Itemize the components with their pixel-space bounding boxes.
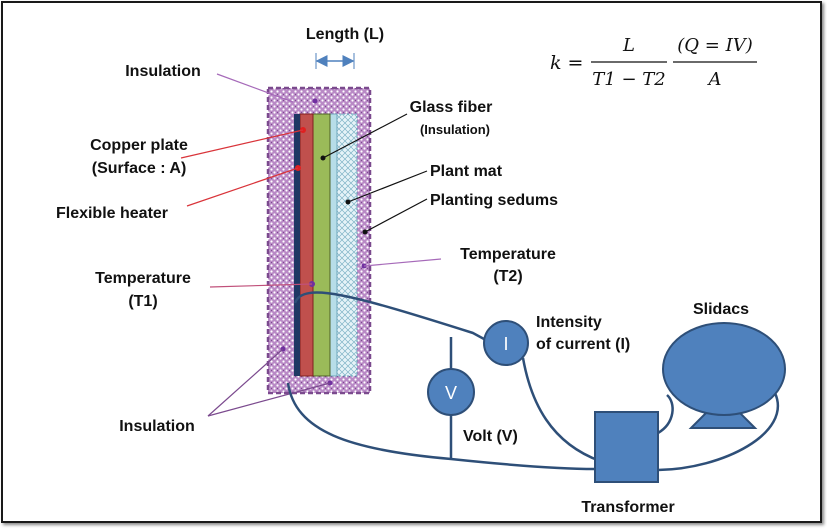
voltmeter-symbol: V — [445, 383, 457, 403]
intensity-label: Intensity — [536, 314, 602, 331]
slidacs-body — [662, 322, 786, 416]
callout-glass-fiber — [322, 113, 408, 159]
insulation-bottom-label: Insulation — [119, 418, 195, 435]
callout-insulation-bottom-1 — [207, 348, 284, 417]
callout-insulation-bottom-2 — [207, 382, 331, 417]
equation-lhs: k = — [550, 52, 583, 74]
callout-plant-mat — [347, 170, 428, 203]
glass-fiber-sub-label: (Insulation) — [420, 122, 490, 137]
slidacs-label: Slidacs — [693, 301, 749, 318]
apparatus-diagram: I V Length (L) Insulation Copper plate (… — [56, 26, 786, 516]
temperature-t2-label: Temperature — [460, 246, 556, 263]
transformer-label: Transformer — [581, 499, 674, 516]
callout-planting-sedums — [364, 198, 428, 233]
glass-fiber-label: Glass fiber — [410, 99, 493, 116]
thermal-conductivity-equation: k = L T1 − T2 (Q = IV) A — [550, 35, 757, 90]
copper-plate-surface-label: (Surface : A) — [92, 160, 187, 177]
callout-flexible-heater — [186, 167, 299, 207]
flexible-heater-label: Flexible heater — [56, 205, 168, 222]
callout-insulation-top — [216, 73, 294, 103]
diagram-frame: I V Length (L) Insulation Copper plate (… — [1, 1, 822, 523]
glass-fiber-layer — [312, 113, 331, 377]
temperature-t2-sub-label: (T2) — [493, 268, 522, 285]
flexible-heater-layer — [294, 114, 300, 376]
length-label: Length (L) — [306, 26, 384, 43]
plant-mat-label: Plant mat — [430, 163, 503, 180]
voltmeter — [427, 368, 475, 416]
ammeter-symbol: I — [503, 334, 508, 354]
insulation-top-label: Insulation — [125, 63, 201, 80]
intensity-sub-label: of current (I) — [536, 336, 630, 353]
equation-numerator-2: (Q = IV) — [677, 35, 752, 56]
insulation-dot — [312, 98, 318, 104]
callout-copper-plate — [180, 129, 304, 159]
ammeter — [483, 320, 529, 366]
wiring — [286, 291, 779, 472]
copper-plate-label: Copper plate — [90, 137, 188, 154]
insulation-dashed-outline — [266, 86, 372, 395]
temperature-t1-label: Temperature — [95, 270, 191, 287]
volt-label: Volt (V) — [463, 428, 518, 445]
equation-denominator-2: A — [707, 69, 722, 90]
copper-plate-layer — [299, 113, 314, 377]
temperature-t1-sub-label: (T1) — [128, 293, 157, 310]
planting-sedums-label: Planting sedums — [430, 192, 558, 209]
equation-numerator-1: L — [622, 35, 635, 56]
planting-sedums-layer — [334, 113, 358, 377]
callout-temperature-t1 — [209, 283, 313, 288]
equation-denominator-1: T1 − T2 — [592, 69, 665, 90]
transformer-box — [594, 411, 659, 483]
callout-temperature-t2 — [363, 258, 442, 267]
